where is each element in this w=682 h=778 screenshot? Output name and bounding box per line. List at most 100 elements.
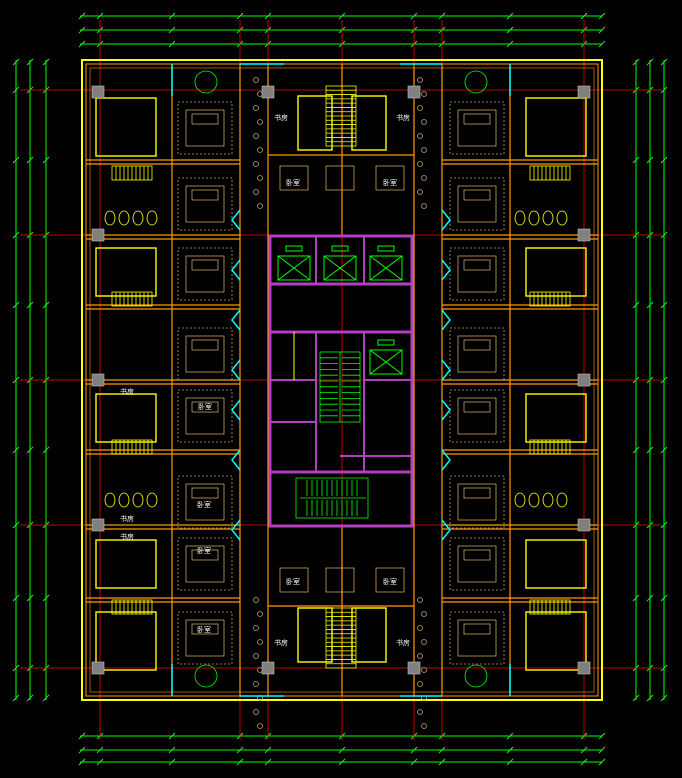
label-study-ne: 书房 <box>396 113 410 122</box>
planter-dot <box>253 133 259 139</box>
label-bedroom-se: 卧室 <box>383 577 397 586</box>
dimension-tick <box>646 446 654 454</box>
bed <box>457 185 497 223</box>
planter-dot <box>257 723 263 729</box>
dimension-tick <box>632 58 640 66</box>
planter-dot <box>253 105 259 111</box>
dimension-tick <box>632 594 640 602</box>
dimension-tick <box>168 26 176 34</box>
dimension-tick <box>338 758 346 766</box>
dimension-tick <box>506 26 514 34</box>
dimension-tick <box>12 594 20 602</box>
column <box>261 661 275 675</box>
dimension-tick <box>236 12 244 20</box>
bed <box>457 255 497 293</box>
dimension-tick <box>580 746 588 754</box>
dimension-tick <box>42 594 50 602</box>
rug <box>449 101 505 155</box>
chair <box>132 210 144 226</box>
planter-dot <box>421 119 427 125</box>
rug <box>177 611 233 665</box>
chair <box>542 210 554 226</box>
dimension-tick <box>660 58 668 66</box>
dimension-tick <box>26 301 34 309</box>
column <box>91 518 105 532</box>
chair <box>146 492 158 508</box>
column <box>577 661 591 675</box>
dimension-tick <box>410 746 418 754</box>
dimension-tick <box>410 758 418 766</box>
dimension-tick <box>598 746 606 754</box>
planter-dot <box>257 175 263 181</box>
dimension-tick <box>168 40 176 48</box>
bed <box>457 619 497 657</box>
planter-dot <box>257 611 263 617</box>
room-outline <box>297 95 333 151</box>
dimension-tick <box>96 746 104 754</box>
dimension-tick <box>646 156 654 164</box>
rug <box>449 611 505 665</box>
rug <box>177 389 233 443</box>
dimension-lines <box>12 12 668 766</box>
room-outline <box>95 393 157 443</box>
dimension-tick <box>168 746 176 754</box>
column <box>91 228 105 242</box>
dimension-tick <box>506 758 514 766</box>
sofa <box>375 165 405 191</box>
dimension-tick <box>96 12 104 20</box>
dimension-tick <box>646 301 654 309</box>
dimension-tick <box>438 758 446 766</box>
pillow <box>191 623 219 635</box>
planter-dot <box>257 147 263 153</box>
dimension-tick <box>42 58 50 66</box>
sofa <box>325 165 355 191</box>
dimension-tick <box>598 12 606 20</box>
bed <box>185 109 225 147</box>
planter-dot <box>417 133 423 139</box>
dimension-tick <box>660 694 668 702</box>
dimension-tick <box>12 86 20 94</box>
column <box>91 85 105 99</box>
column <box>577 373 591 387</box>
room-outline <box>525 539 587 589</box>
pillow <box>463 487 491 499</box>
dimension-tick <box>42 446 50 454</box>
room-outline <box>95 539 157 589</box>
sofa <box>375 567 405 593</box>
rug <box>449 247 505 301</box>
dimension-tick <box>580 12 588 20</box>
dimension-tick <box>660 446 668 454</box>
dimension-tick <box>646 594 654 602</box>
room-outline <box>525 97 587 157</box>
dimension-tick <box>660 594 668 602</box>
pillow <box>191 339 219 351</box>
dimension-tick <box>26 694 34 702</box>
dimension-tick <box>12 664 20 672</box>
dimension-tick <box>78 732 86 740</box>
dimension-tick <box>598 732 606 740</box>
room-outline <box>95 97 157 157</box>
rug <box>449 327 505 381</box>
room-outline <box>351 95 387 151</box>
chair <box>514 492 526 508</box>
planter-dot <box>421 611 427 617</box>
dimension-tick <box>26 594 34 602</box>
dimension-tick <box>12 376 20 384</box>
planter-dot <box>417 161 423 167</box>
dimension-tick <box>338 12 346 20</box>
dimension-tick <box>264 758 272 766</box>
planter-dot <box>417 189 423 195</box>
pillow <box>463 401 491 413</box>
room-outline <box>525 611 587 671</box>
planter-dot <box>417 105 423 111</box>
bed <box>457 109 497 147</box>
planter-dot <box>421 175 427 181</box>
chair <box>528 210 540 226</box>
dimension-tick <box>26 156 34 164</box>
dimension-tick <box>236 758 244 766</box>
dimension-tick <box>78 26 86 34</box>
dimension-tick <box>42 694 50 702</box>
dimension-tick <box>12 694 20 702</box>
